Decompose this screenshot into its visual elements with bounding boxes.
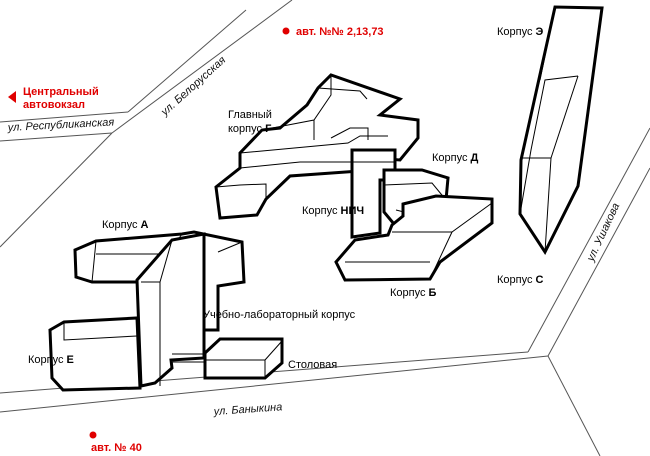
street-label-belorusskaya: ул. Белорусская [158, 54, 228, 119]
street-label-respublikanskaya: ул. Республиканская [7, 116, 115, 134]
street-label-banykina: ул. Баныкина [212, 401, 282, 418]
label-building-nich: Корпус НИЧ [302, 205, 364, 217]
terminal-label-line1: Центральный [23, 86, 99, 98]
label-building-a: Корпус А [102, 219, 149, 231]
terminal-label-line2: автовокзал [23, 99, 85, 111]
label-main-line2: корпус Г [228, 123, 272, 135]
building-canteen[interactable] [172, 337, 284, 380]
building-e[interactable] [48, 316, 142, 392]
bus-stop-top: авт. №№ 2,13,73 [282, 26, 384, 38]
label-building-s: Корпус С [497, 274, 544, 286]
building-e2[interactable] [518, 5, 604, 255]
label-building-b: Корпус Б [390, 287, 437, 299]
bus-stop-top-icon [282, 27, 290, 35]
bus-stop-bottom-icon [89, 431, 97, 439]
building-b[interactable] [334, 194, 494, 282]
label-lab: Учебно-лабораторный корпус [203, 309, 356, 321]
bus-terminal-link[interactable]: Центральный автовокзал [8, 86, 99, 111]
building-lab[interactable] [135, 232, 206, 388]
bus-stop-bottom-label: авт. № 40 [91, 442, 142, 454]
arrow-left-icon [8, 91, 16, 103]
label-building-e: Корпус Е [28, 354, 74, 366]
bus-stop-top-label: авт. №№ 2,13,73 [296, 26, 384, 38]
label-canteen: Столовая [288, 359, 337, 371]
label-building-e2: Корпус Э [497, 26, 544, 38]
building-main[interactable] [214, 73, 420, 220]
label-building-d: Корпус Д [432, 152, 479, 164]
bus-stop-bottom: авт. № 40 [89, 431, 142, 454]
label-main-line1: Главный [228, 109, 272, 121]
